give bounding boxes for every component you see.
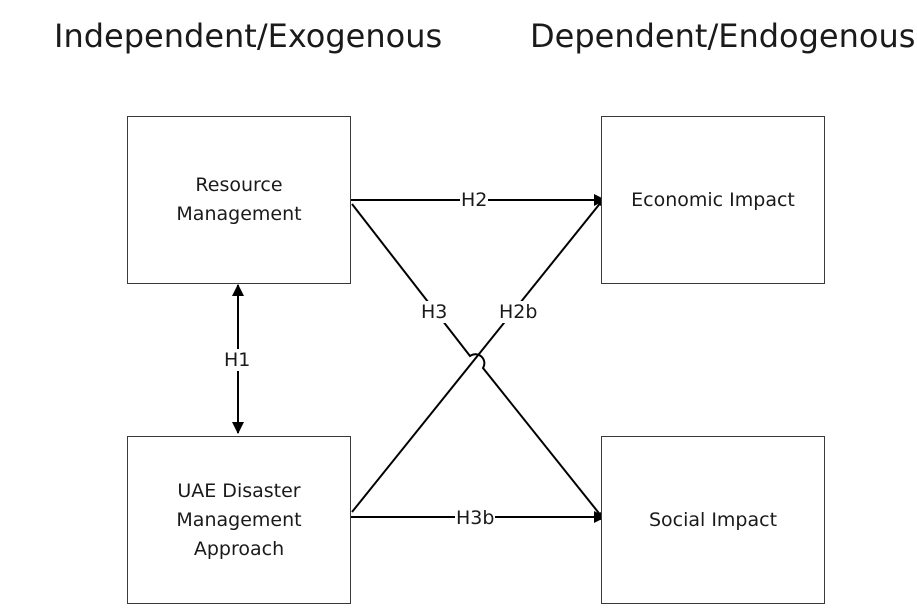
label-h3b: H3b <box>455 507 496 529</box>
heading-independent-exogenous: Independent/Exogenous <box>54 17 443 55</box>
arrow-h3 <box>351 203 607 523</box>
box-uae-disaster-management-approach: UAE Disaster Management Approach <box>127 436 351 604</box>
label-h3: H3 <box>420 301 449 323</box>
box-economic-impact: Economic Impact <box>601 116 825 284</box>
box-resource-management-line-2: Management <box>176 203 302 225</box>
box-social-impact-line-1: Social Impact <box>648 508 778 531</box>
box-uae-line-1: UAE Disaster <box>177 479 301 502</box>
box-uae-line-3: Approach <box>193 537 285 560</box>
box-social-impact: Social Impact <box>601 436 825 604</box>
heading-dependent-endogenous: Dependent/Endogenous <box>530 17 916 55</box>
box-economic-impact-line-1: Economic Impact <box>631 188 795 211</box>
box-resource-management: Resource Management <box>127 116 351 284</box>
label-h2: H2 <box>460 189 489 211</box>
box-resource-management-line-1: Resource <box>195 174 283 196</box>
label-h2b: H2b <box>498 301 539 323</box>
box-uae-line-2: Management <box>176 508 302 531</box>
label-h1: H1 <box>223 349 252 371</box>
